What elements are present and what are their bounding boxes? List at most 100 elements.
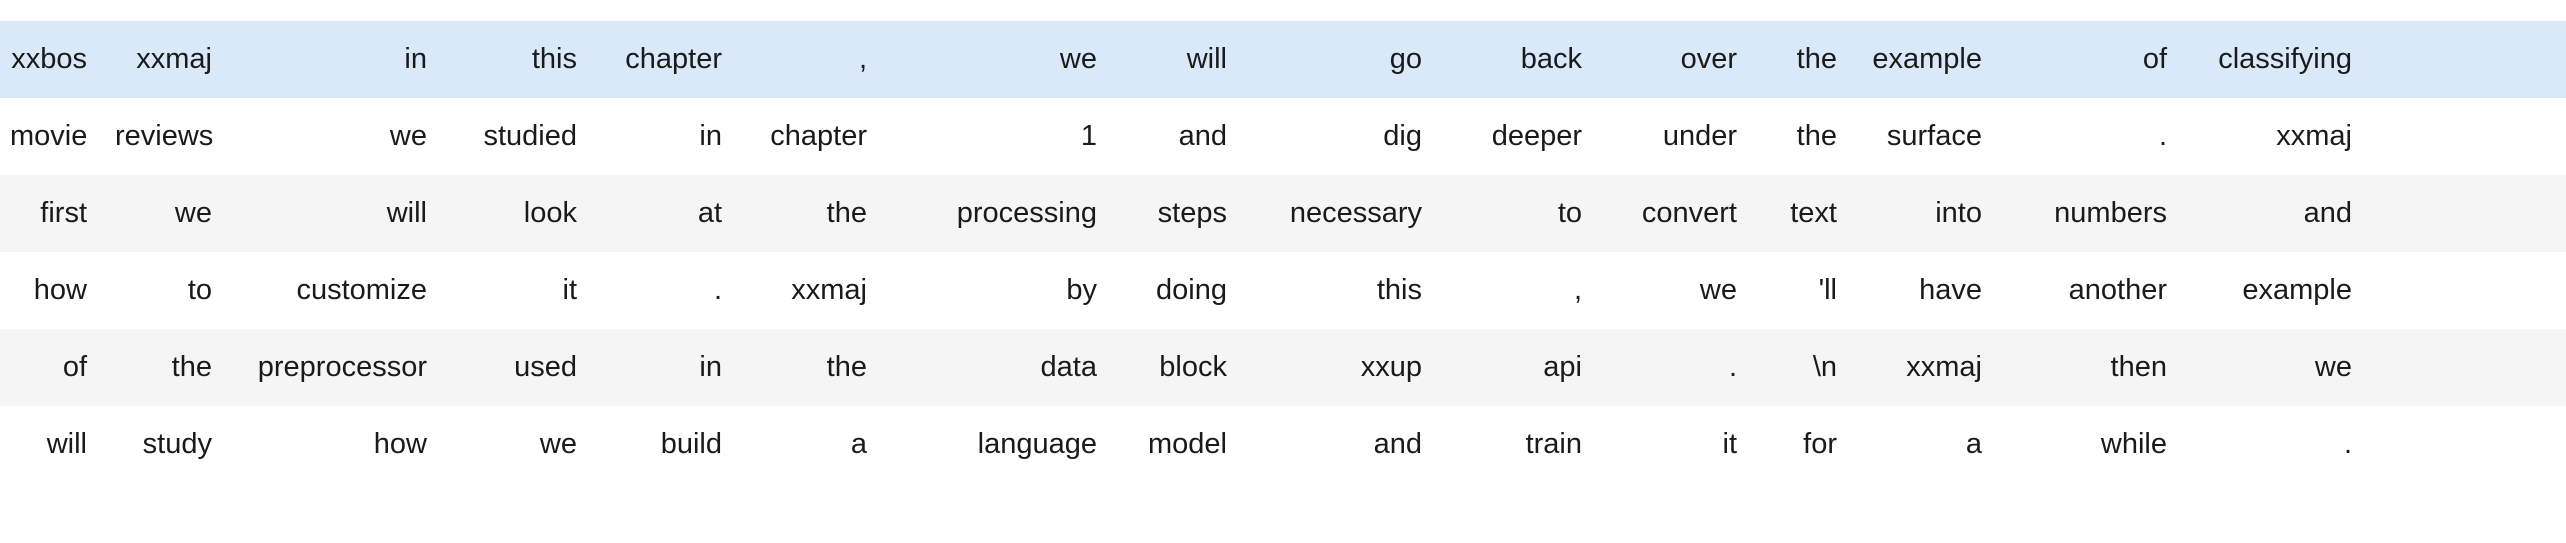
token-cell: studied <box>445 98 595 175</box>
token-cell: how <box>0 252 105 329</box>
token-cell: xxbos <box>0 21 105 98</box>
token-cell: example <box>1855 21 2000 98</box>
token-cell: this <box>445 21 595 98</box>
token-cell: used <box>445 329 595 406</box>
token-cell-empty <box>2370 406 2566 483</box>
token-cell: model <box>1115 406 1245 483</box>
token-cell: it <box>445 252 595 329</box>
token-cell: a <box>740 406 885 483</box>
token-cell: a <box>1855 406 2000 483</box>
table-row[interactable]: xxbos xxmaj in this chapter , we will go… <box>0 21 2566 98</box>
token-cell: and <box>1115 98 1245 175</box>
token-cell: language <box>885 406 1115 483</box>
token-cell: api <box>1440 329 1600 406</box>
token-cell: necessary <box>1245 175 1440 252</box>
token-cell: while <box>2000 406 2185 483</box>
token-cell: we <box>885 21 1115 98</box>
token-cell: deeper <box>1440 98 1600 175</box>
token-cell: block <box>1115 329 1245 406</box>
token-cell: numbers <box>2000 175 2185 252</box>
token-cell: we <box>2185 329 2370 406</box>
token-cell: data <box>885 329 1115 406</box>
token-cell: customize <box>230 252 445 329</box>
token-cell: by <box>885 252 1115 329</box>
token-cell: back <box>1440 21 1600 98</box>
token-table-body: xxbos xxmaj in this chapter , we will go… <box>0 21 2566 483</box>
token-cell: the <box>740 329 885 406</box>
token-cell: in <box>595 329 740 406</box>
token-cell-empty <box>2370 98 2566 175</box>
token-cell: into <box>1855 175 2000 252</box>
token-cell: reviews <box>105 98 230 175</box>
token-cell: in <box>595 98 740 175</box>
token-cell: chapter <box>740 98 885 175</box>
table-row[interactable]: how to customize it . xxmaj by doing thi… <box>0 252 2566 329</box>
token-cell: surface <box>1855 98 2000 175</box>
token-cell: we <box>445 406 595 483</box>
token-cell: in <box>230 21 445 98</box>
token-cell: the <box>740 175 885 252</box>
token-cell: . <box>595 252 740 329</box>
token-cell: this <box>1245 252 1440 329</box>
token-cell: study <box>105 406 230 483</box>
token-cell: 1 <box>885 98 1115 175</box>
token-cell: build <box>595 406 740 483</box>
token-cell-empty <box>2370 21 2566 98</box>
table-row[interactable]: movie reviews we studied in chapter 1 an… <box>0 98 2566 175</box>
token-cell: go <box>1245 21 1440 98</box>
token-cell: then <box>2000 329 2185 406</box>
token-cell: over <box>1600 21 1755 98</box>
token-cell: , <box>740 21 885 98</box>
token-cell: xxmaj <box>1855 329 2000 406</box>
token-table: xxbos xxmaj in this chapter , we will go… <box>0 21 2566 483</box>
token-cell: 'll <box>1755 252 1855 329</box>
token-cell: and <box>2185 175 2370 252</box>
token-cell: , <box>1440 252 1600 329</box>
table-row[interactable]: will study how we build a language model… <box>0 406 2566 483</box>
token-cell: processing <box>885 175 1115 252</box>
token-cell: dig <box>1245 98 1440 175</box>
token-cell: we <box>105 175 230 252</box>
token-cell-empty <box>2370 252 2566 329</box>
token-cell-empty <box>2370 175 2566 252</box>
token-cell: to <box>105 252 230 329</box>
token-cell: first <box>0 175 105 252</box>
token-cell: the <box>1755 98 1855 175</box>
token-cell: to <box>1440 175 1600 252</box>
token-cell: \n <box>1755 329 1855 406</box>
token-cell: . <box>2185 406 2370 483</box>
token-cell: . <box>1600 329 1755 406</box>
token-cell: will <box>0 406 105 483</box>
token-cell: chapter <box>595 21 740 98</box>
token-cell: text <box>1755 175 1855 252</box>
token-cell: xxmaj <box>740 252 885 329</box>
token-cell: classifying <box>2185 21 2370 98</box>
token-cell-empty <box>2370 329 2566 406</box>
table-row[interactable]: first we will look at the processing ste… <box>0 175 2566 252</box>
token-cell: we <box>230 98 445 175</box>
token-cell: under <box>1600 98 1755 175</box>
token-cell: the <box>105 329 230 406</box>
token-cell: how <box>230 406 445 483</box>
token-cell: will <box>230 175 445 252</box>
token-cell: xxup <box>1245 329 1440 406</box>
table-row[interactable]: of the preprocessor used in the data blo… <box>0 329 2566 406</box>
token-cell: movie <box>0 98 105 175</box>
token-cell: xxmaj <box>105 21 230 98</box>
token-cell: will <box>1115 21 1245 98</box>
token-cell: preprocessor <box>230 329 445 406</box>
token-cell: it <box>1600 406 1755 483</box>
token-cell: of <box>2000 21 2185 98</box>
token-cell: for <box>1755 406 1855 483</box>
token-cell: and <box>1245 406 1440 483</box>
token-cell: doing <box>1115 252 1245 329</box>
token-cell: train <box>1440 406 1600 483</box>
token-cell: the <box>1755 21 1855 98</box>
token-cell: we <box>1600 252 1755 329</box>
token-cell: have <box>1855 252 2000 329</box>
token-cell: at <box>595 175 740 252</box>
token-cell: of <box>0 329 105 406</box>
token-cell: steps <box>1115 175 1245 252</box>
token-cell: another <box>2000 252 2185 329</box>
